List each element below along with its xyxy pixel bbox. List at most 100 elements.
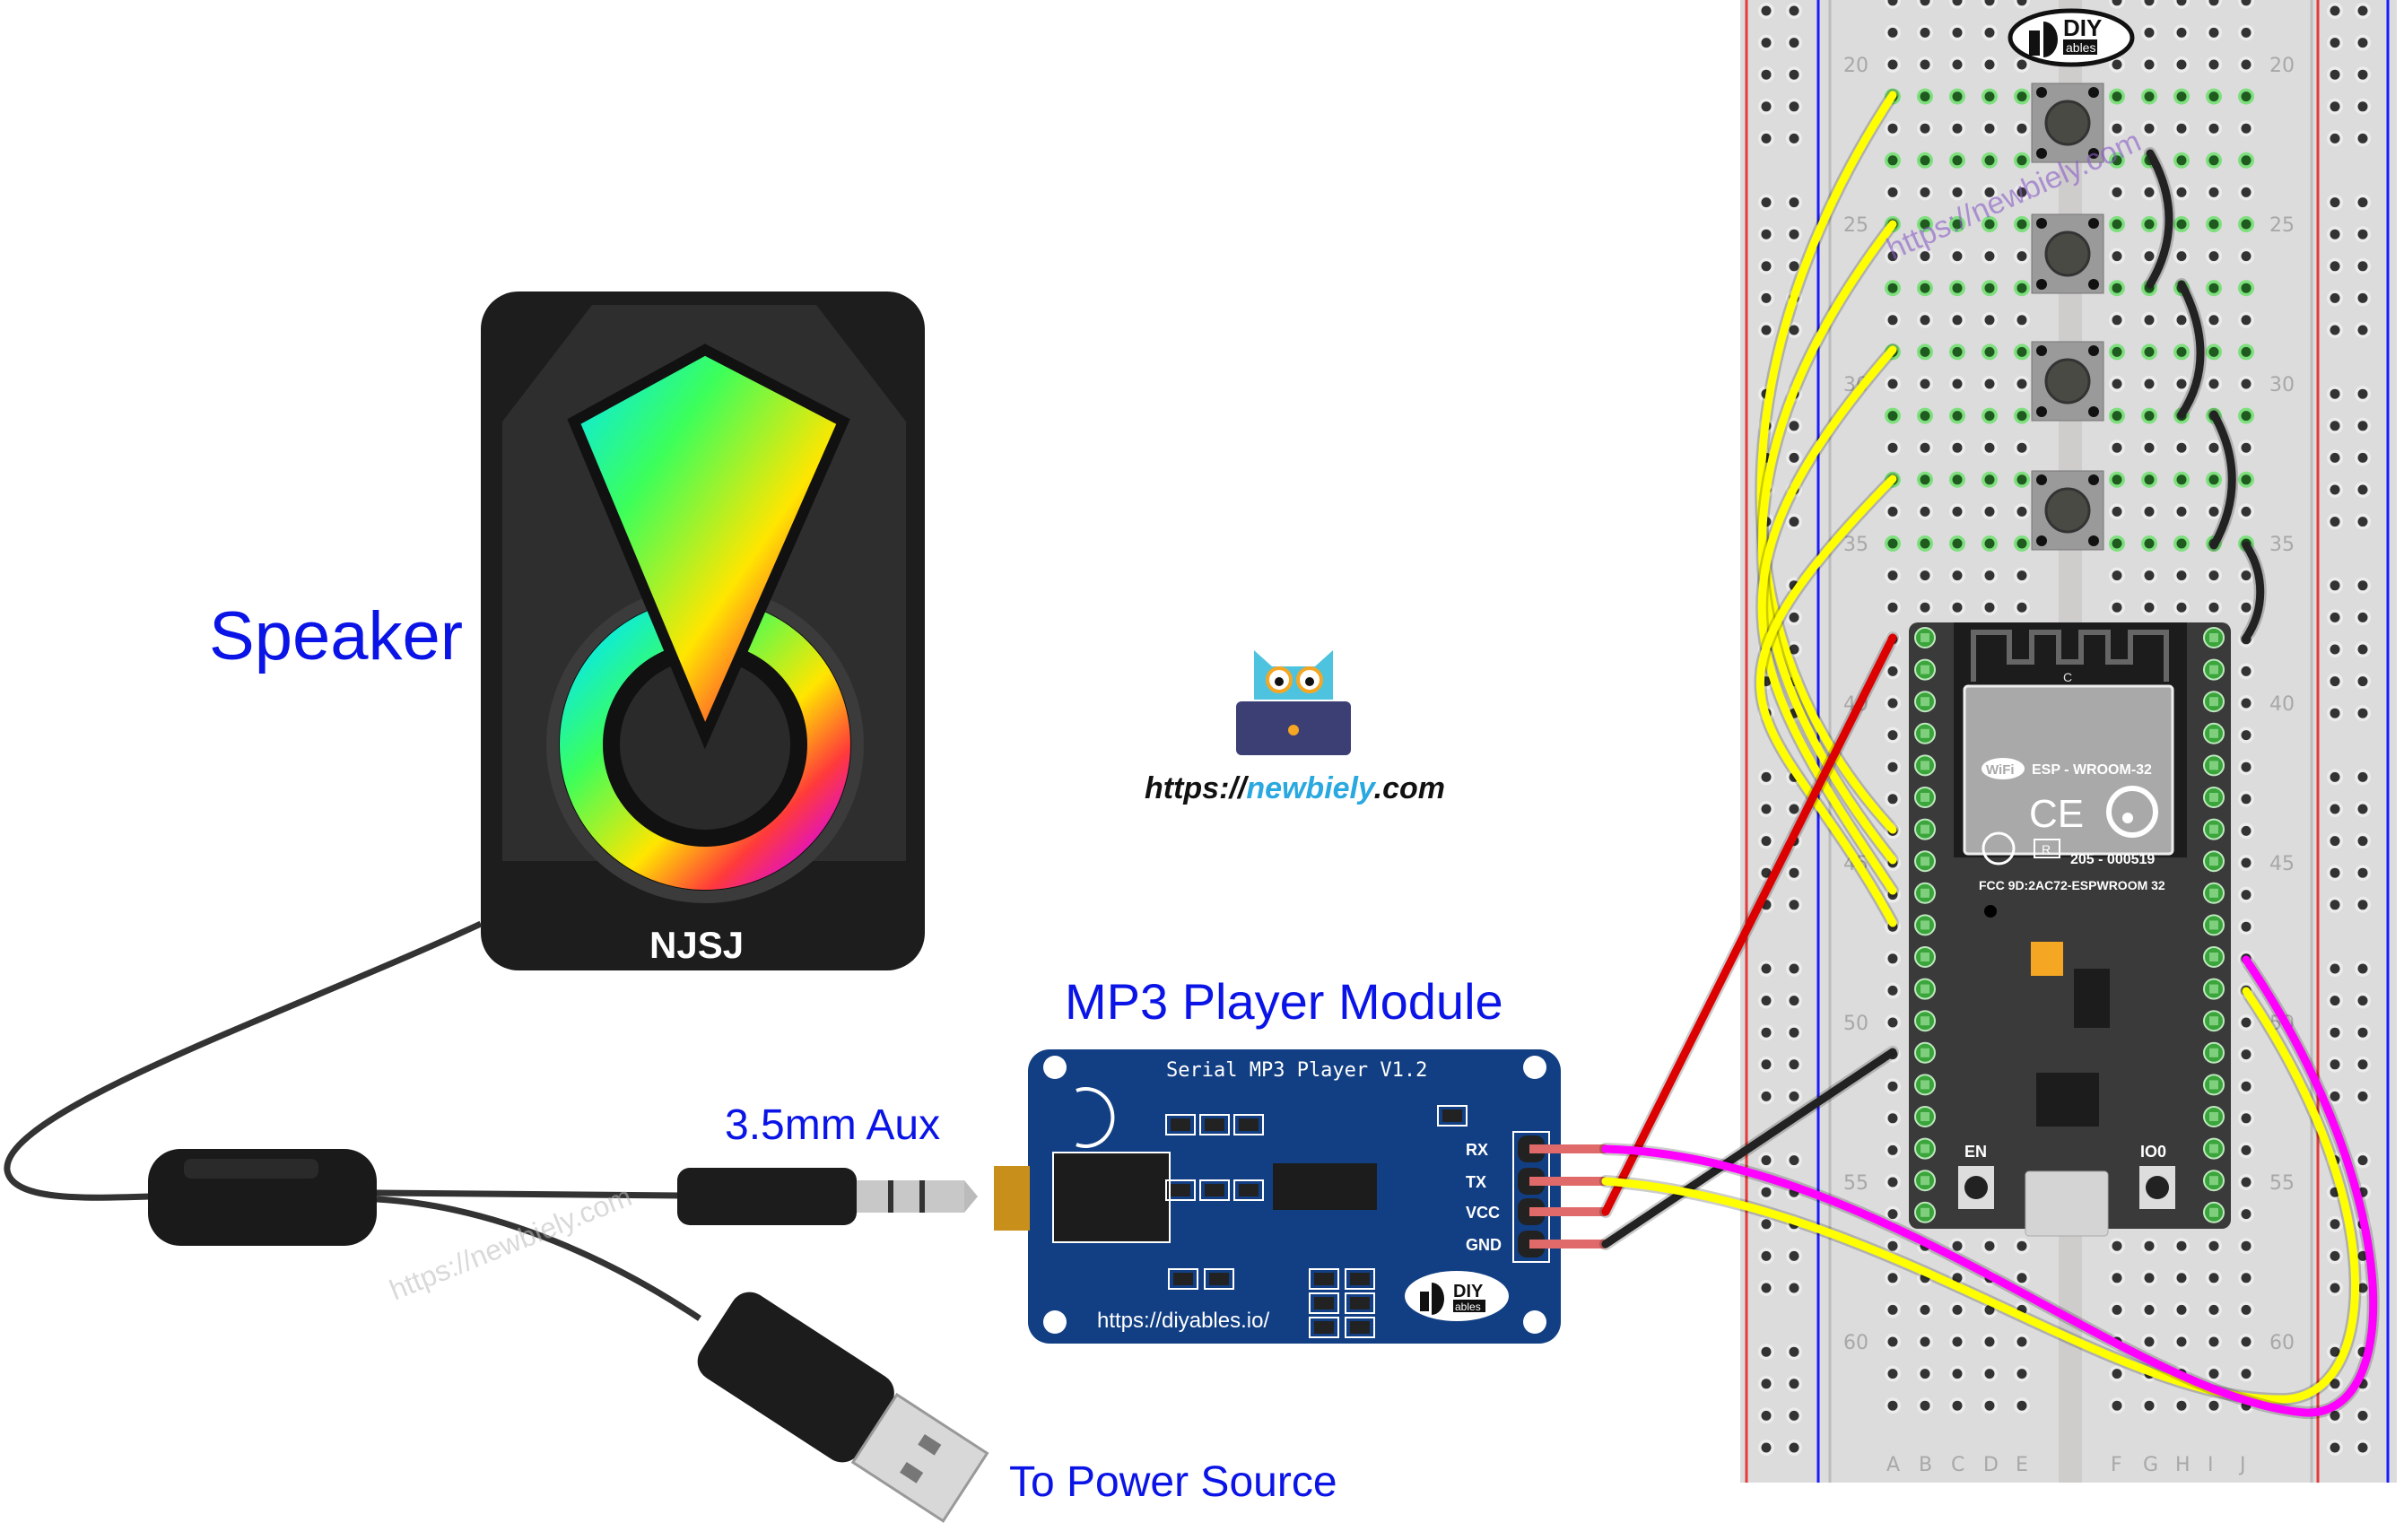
- button-leg: [2088, 87, 2099, 98]
- esp32-pin-pad: [1921, 1144, 1929, 1153]
- breadboard-hole-center: [2144, 346, 2155, 357]
- speaker-cable: [4, 920, 483, 1201]
- rail-hole-center: [2357, 325, 2368, 335]
- rail-hole-center: [2330, 1027, 2340, 1038]
- breadboard-hole-center: [1984, 187, 1995, 197]
- rail-hole-center: [2330, 580, 2340, 591]
- breadboard-hole-center: [1887, 1240, 1898, 1251]
- esp32-pin-pad: [2209, 1112, 2218, 1121]
- breadboard-hole-center: [1887, 985, 1898, 996]
- breadboard-hole-center: [1952, 315, 1963, 326]
- breadboard-hole-center: [2176, 442, 2187, 453]
- io0-button[interactable]: [2139, 1166, 2175, 1209]
- breadboard-hole-center: [1984, 506, 1995, 517]
- pin-lead: [1529, 1177, 1606, 1186]
- breadboard-hole-center: [2241, 857, 2252, 868]
- rail-hole-center: [2330, 676, 2340, 687]
- breadboard-hole-center: [1920, 442, 1930, 453]
- newbiely-url[interactable]: https://newbiely.com: [1145, 771, 1445, 805]
- breadboard-hole-center: [2144, 411, 2155, 422]
- rail-hole-center: [1789, 644, 1799, 655]
- button-leg: [2036, 535, 2047, 546]
- push-button[interactable]: [2031, 341, 2104, 422]
- rail-hole-center: [1761, 771, 1772, 782]
- micro-usb-port[interactable]: [2025, 1170, 2109, 1237]
- breadboard-hole-center: [2208, 315, 2219, 326]
- rail-hole-center: [2357, 836, 2368, 847]
- speaker: NJSJ: [481, 291, 925, 970]
- esp32-pin-pad: [2209, 1144, 2218, 1153]
- power-source-label: To Power Source: [1009, 1458, 1337, 1506]
- breadboard-hole-center: [1984, 346, 1995, 357]
- breadboard-hole-center: [2176, 346, 2187, 357]
- breadboard-hole-center: [2112, 506, 2122, 517]
- ce-mark: CE: [2029, 792, 2084, 836]
- breadboard-hole-center: [2208, 59, 2219, 70]
- breadboard-hole-center: [2144, 1400, 2155, 1411]
- rail-hole-center: [2330, 867, 2340, 878]
- row-label: 25: [1843, 214, 1868, 237]
- column-label: F: [2111, 1454, 2122, 1476]
- mp3-url: https://diyables.io/: [1097, 1309, 1269, 1333]
- svg-text:DIY: DIY: [1453, 1282, 1484, 1301]
- row-label: 50: [1843, 1013, 1868, 1035]
- esp32-pin-pad: [1921, 1176, 1929, 1186]
- aux-cable: [376, 1189, 683, 1199]
- breadboard-hole-center: [2208, 1336, 2219, 1347]
- breadboard-hole-center: [2208, 1400, 2219, 1411]
- rail-hole-center: [1761, 1283, 1772, 1293]
- rail-hole-center: [2330, 101, 2340, 112]
- rail-hole-center: [2330, 421, 2340, 431]
- breadboard-hole-center: [2144, 91, 2155, 102]
- push-button[interactable]: [2031, 83, 2104, 163]
- breadboard-hole-center: [1887, 442, 1898, 453]
- aux-plug: [677, 1168, 978, 1225]
- en-button[interactable]: [1958, 1166, 1994, 1209]
- tx-wire: [1601, 987, 2360, 1404]
- en-label: EN: [1964, 1143, 1987, 1161]
- rail-hole-center: [1761, 1410, 1772, 1421]
- rail-hole-center: [1789, 261, 1799, 272]
- watermark: https://newbiely.com: [385, 1179, 636, 1306]
- breadboard-hole-center: [2241, 155, 2252, 166]
- rail-hole-center: [2330, 771, 2340, 782]
- breadboard-hole-center: [1887, 411, 1898, 422]
- row-label: 60: [1843, 1332, 1868, 1354]
- rail-hole-center: [2330, 804, 2340, 814]
- breadboard-hole-center: [1984, 27, 1995, 38]
- pin-label-vcc: VCC: [1466, 1204, 1500, 1222]
- rail-hole-center: [2357, 69, 2368, 80]
- breadboard-hole-center: [2144, 602, 2155, 613]
- rail-hole-center: [2330, 133, 2340, 144]
- push-button[interactable]: [2031, 213, 2104, 294]
- pin-lead: [1529, 1240, 1606, 1249]
- button-jumper-3: [2209, 410, 2236, 550]
- breadboard-hole-center: [2241, 921, 2252, 932]
- breadboard-hole-center: [1887, 1113, 1898, 1124]
- rail-hole-center: [1761, 5, 1772, 16]
- breadboard-hole-center: [2112, 187, 2122, 197]
- breadboard-hole-center: [2112, 538, 2122, 549]
- breadboard-hole-center: [1952, 346, 1963, 357]
- rail-hole-center: [2357, 197, 2368, 208]
- breadboard-hole-center: [1952, 506, 1963, 517]
- breadboard-hole-center: [1920, 1336, 1930, 1347]
- push-button[interactable]: [2031, 470, 2104, 551]
- rail-hole-center: [1761, 1250, 1772, 1261]
- breadboard-hole-center: [2016, 219, 2027, 230]
- breadboard-hole-center: [1887, 666, 1898, 676]
- breadboard-hole-center: [2241, 346, 2252, 357]
- breadboard-hole-center: [1984, 411, 1995, 422]
- breadboard-hole-center: [2208, 27, 2219, 38]
- breadboard-hole-center: [2112, 0, 2122, 6]
- breadboard-hole-center: [2208, 1240, 2219, 1251]
- column-label: I: [2208, 1454, 2214, 1476]
- breadboard-hole-center: [2208, 1273, 2219, 1283]
- pin-lead: [1529, 1207, 1606, 1216]
- breadboard-hole-center: [1920, 219, 1930, 230]
- breadboard-hole-center: [1952, 155, 1963, 166]
- breadboard-hole-center: [1887, 1273, 1898, 1283]
- smd-component: [1165, 1114, 1196, 1135]
- breadboard-hole-center: [1952, 123, 1963, 134]
- esp32-pin-pad: [2209, 633, 2218, 642]
